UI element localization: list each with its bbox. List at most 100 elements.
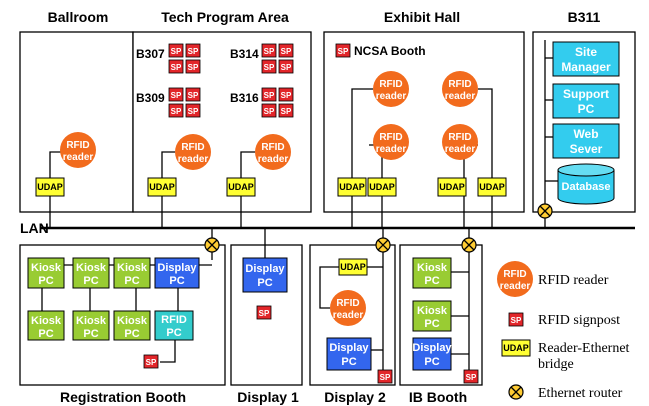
area-title-ib-booth: IB Booth <box>409 389 467 405</box>
udap-tech-2: UDAP <box>226 177 256 197</box>
wires <box>30 40 558 370</box>
udap-exhibit-3: UDAP <box>437 177 467 197</box>
legend-router: Ethernet router <box>508 384 623 401</box>
svg-text:RFID: RFID <box>161 314 187 326</box>
svg-text:SP: SP <box>281 47 292 56</box>
svg-text:PC: PC <box>124 275 139 287</box>
signpost-tech-2: SP <box>185 43 201 58</box>
signpost-tech-4: SP <box>278 43 294 58</box>
udap-tech-1: UDAP <box>147 177 177 197</box>
legend: RFID reader RFID reader SP RFID signpost… <box>497 261 630 401</box>
svg-text:UDAP: UDAP <box>37 182 63 192</box>
svg-text:reader: reader <box>500 281 531 292</box>
room-b307: B307 <box>136 47 165 61</box>
svg-text:SP: SP <box>281 107 292 116</box>
router-b311-icon <box>537 203 553 219</box>
svg-text:Display: Display <box>329 342 369 354</box>
area-title-ballroom: Ballroom <box>48 9 109 25</box>
svg-text:SP: SP <box>338 47 349 56</box>
svg-text:SP: SP <box>264 63 275 72</box>
signpost-tech-16: SP <box>278 103 294 118</box>
tech-program-signposts: B307 B314 B309 B316 <box>136 47 259 105</box>
web-server: Web Sever <box>552 123 620 159</box>
signpost-tech-9: SP <box>168 87 184 102</box>
svg-text:reader: reader <box>445 144 476 155</box>
svg-text:reader: reader <box>376 144 407 155</box>
signpost-tech-1: SP <box>168 43 184 58</box>
display-pc-ib: Display PC <box>412 337 452 371</box>
svg-text:SP: SP <box>466 373 477 382</box>
svg-text:NCSA Booth: NCSA Booth <box>354 44 426 58</box>
svg-text:Kiosk: Kiosk <box>76 315 107 327</box>
svg-text:Manager: Manager <box>561 60 611 74</box>
signpost-ib: SP <box>463 369 479 384</box>
area-title-b311: B311 <box>568 9 601 25</box>
svg-text:PC: PC <box>169 275 184 287</box>
svg-text:PC: PC <box>341 356 356 368</box>
svg-text:Web: Web <box>573 127 598 141</box>
rfid-reader-exhibit-1: RFID reader <box>373 71 409 107</box>
rfid-reader-ballroom: RFID reader <box>60 132 96 168</box>
svg-text:PC: PC <box>257 277 272 289</box>
svg-text:RFID: RFID <box>181 142 204 153</box>
area-title-registration: Registration Booth <box>60 389 186 405</box>
svg-text:RFID: RFID <box>448 79 471 90</box>
router-registration-icon <box>204 237 220 253</box>
signpost-tech-11: SP <box>261 87 277 102</box>
area-title-tech-program: Tech Program Area <box>161 9 289 25</box>
signpost-tech-14: SP <box>185 103 201 118</box>
svg-text:Site: Site <box>575 45 597 59</box>
signpost-tech-13: SP <box>168 103 184 118</box>
legend-rfid-reader: RFID reader RFID reader <box>497 261 609 297</box>
svg-text:reader: reader <box>258 154 289 165</box>
registration-pcs: KioskPCKioskPCKioskPCDisplayPCKioskPCKio… <box>27 257 200 341</box>
signpost-tech-12: SP <box>278 87 294 102</box>
udap-exhibit-2: UDAP <box>367 177 397 197</box>
svg-text:RFID: RFID <box>66 140 89 151</box>
svg-text:Kiosk: Kiosk <box>31 262 62 274</box>
svg-text:RFID: RFID <box>448 132 471 143</box>
svg-text:UDAP: UDAP <box>228 182 254 192</box>
svg-text:reader: reader <box>178 154 209 165</box>
svg-text:SP: SP <box>171 47 182 56</box>
svg-text:Kiosk: Kiosk <box>31 315 62 327</box>
udap-exhibit-1: UDAP <box>337 177 367 197</box>
svg-text:SP: SP <box>259 309 270 318</box>
svg-text:Database: Database <box>562 181 611 193</box>
svg-text:SP: SP <box>171 91 182 100</box>
rfid-reader-exhibit-2: RFID reader <box>442 71 478 107</box>
svg-text:Kiosk: Kiosk <box>417 262 448 274</box>
svg-text:Display: Display <box>412 342 452 354</box>
lan-label: LAN <box>20 220 49 236</box>
svg-text:Support: Support <box>563 87 609 101</box>
svg-text:SP: SP <box>511 316 522 325</box>
svg-text:UDAP: UDAP <box>339 182 365 192</box>
svg-text:Ethernet router: Ethernet router <box>538 386 623 401</box>
signpost-tech-8: SP <box>278 59 294 74</box>
rfid-reader-exhibit-3: RFID reader <box>373 124 409 160</box>
area-title-exhibit-hall: Exhibit Hall <box>384 9 460 25</box>
kiosk-pc-ib-1: Kiosk PC <box>412 257 452 289</box>
svg-text:RFID: RFID <box>379 132 402 143</box>
site-manager-server: Site Manager <box>552 41 620 77</box>
router-ib-icon <box>461 237 477 253</box>
rfid-reader-display2: RFID reader <box>330 290 366 326</box>
svg-text:UDAP: UDAP <box>149 182 175 192</box>
area-title-display2: Display 2 <box>324 389 386 405</box>
display-pc-display1: Display PC <box>242 257 288 293</box>
svg-text:RFID: RFID <box>261 142 284 153</box>
svg-text:SP: SP <box>188 63 199 72</box>
svg-text:PC: PC <box>38 328 53 340</box>
display-pc-display2: Display PC <box>326 337 372 371</box>
database-icon: Database <box>557 163 615 205</box>
svg-text:UDAP: UDAP <box>479 182 505 192</box>
svg-text:reader: reader <box>376 91 407 102</box>
signpost-tech-5: SP <box>168 59 184 74</box>
udap-exhibit-4: UDAP <box>477 177 507 197</box>
svg-text:bridge: bridge <box>538 357 574 372</box>
svg-text:SP: SP <box>171 107 182 116</box>
svg-text:SP: SP <box>188 47 199 56</box>
